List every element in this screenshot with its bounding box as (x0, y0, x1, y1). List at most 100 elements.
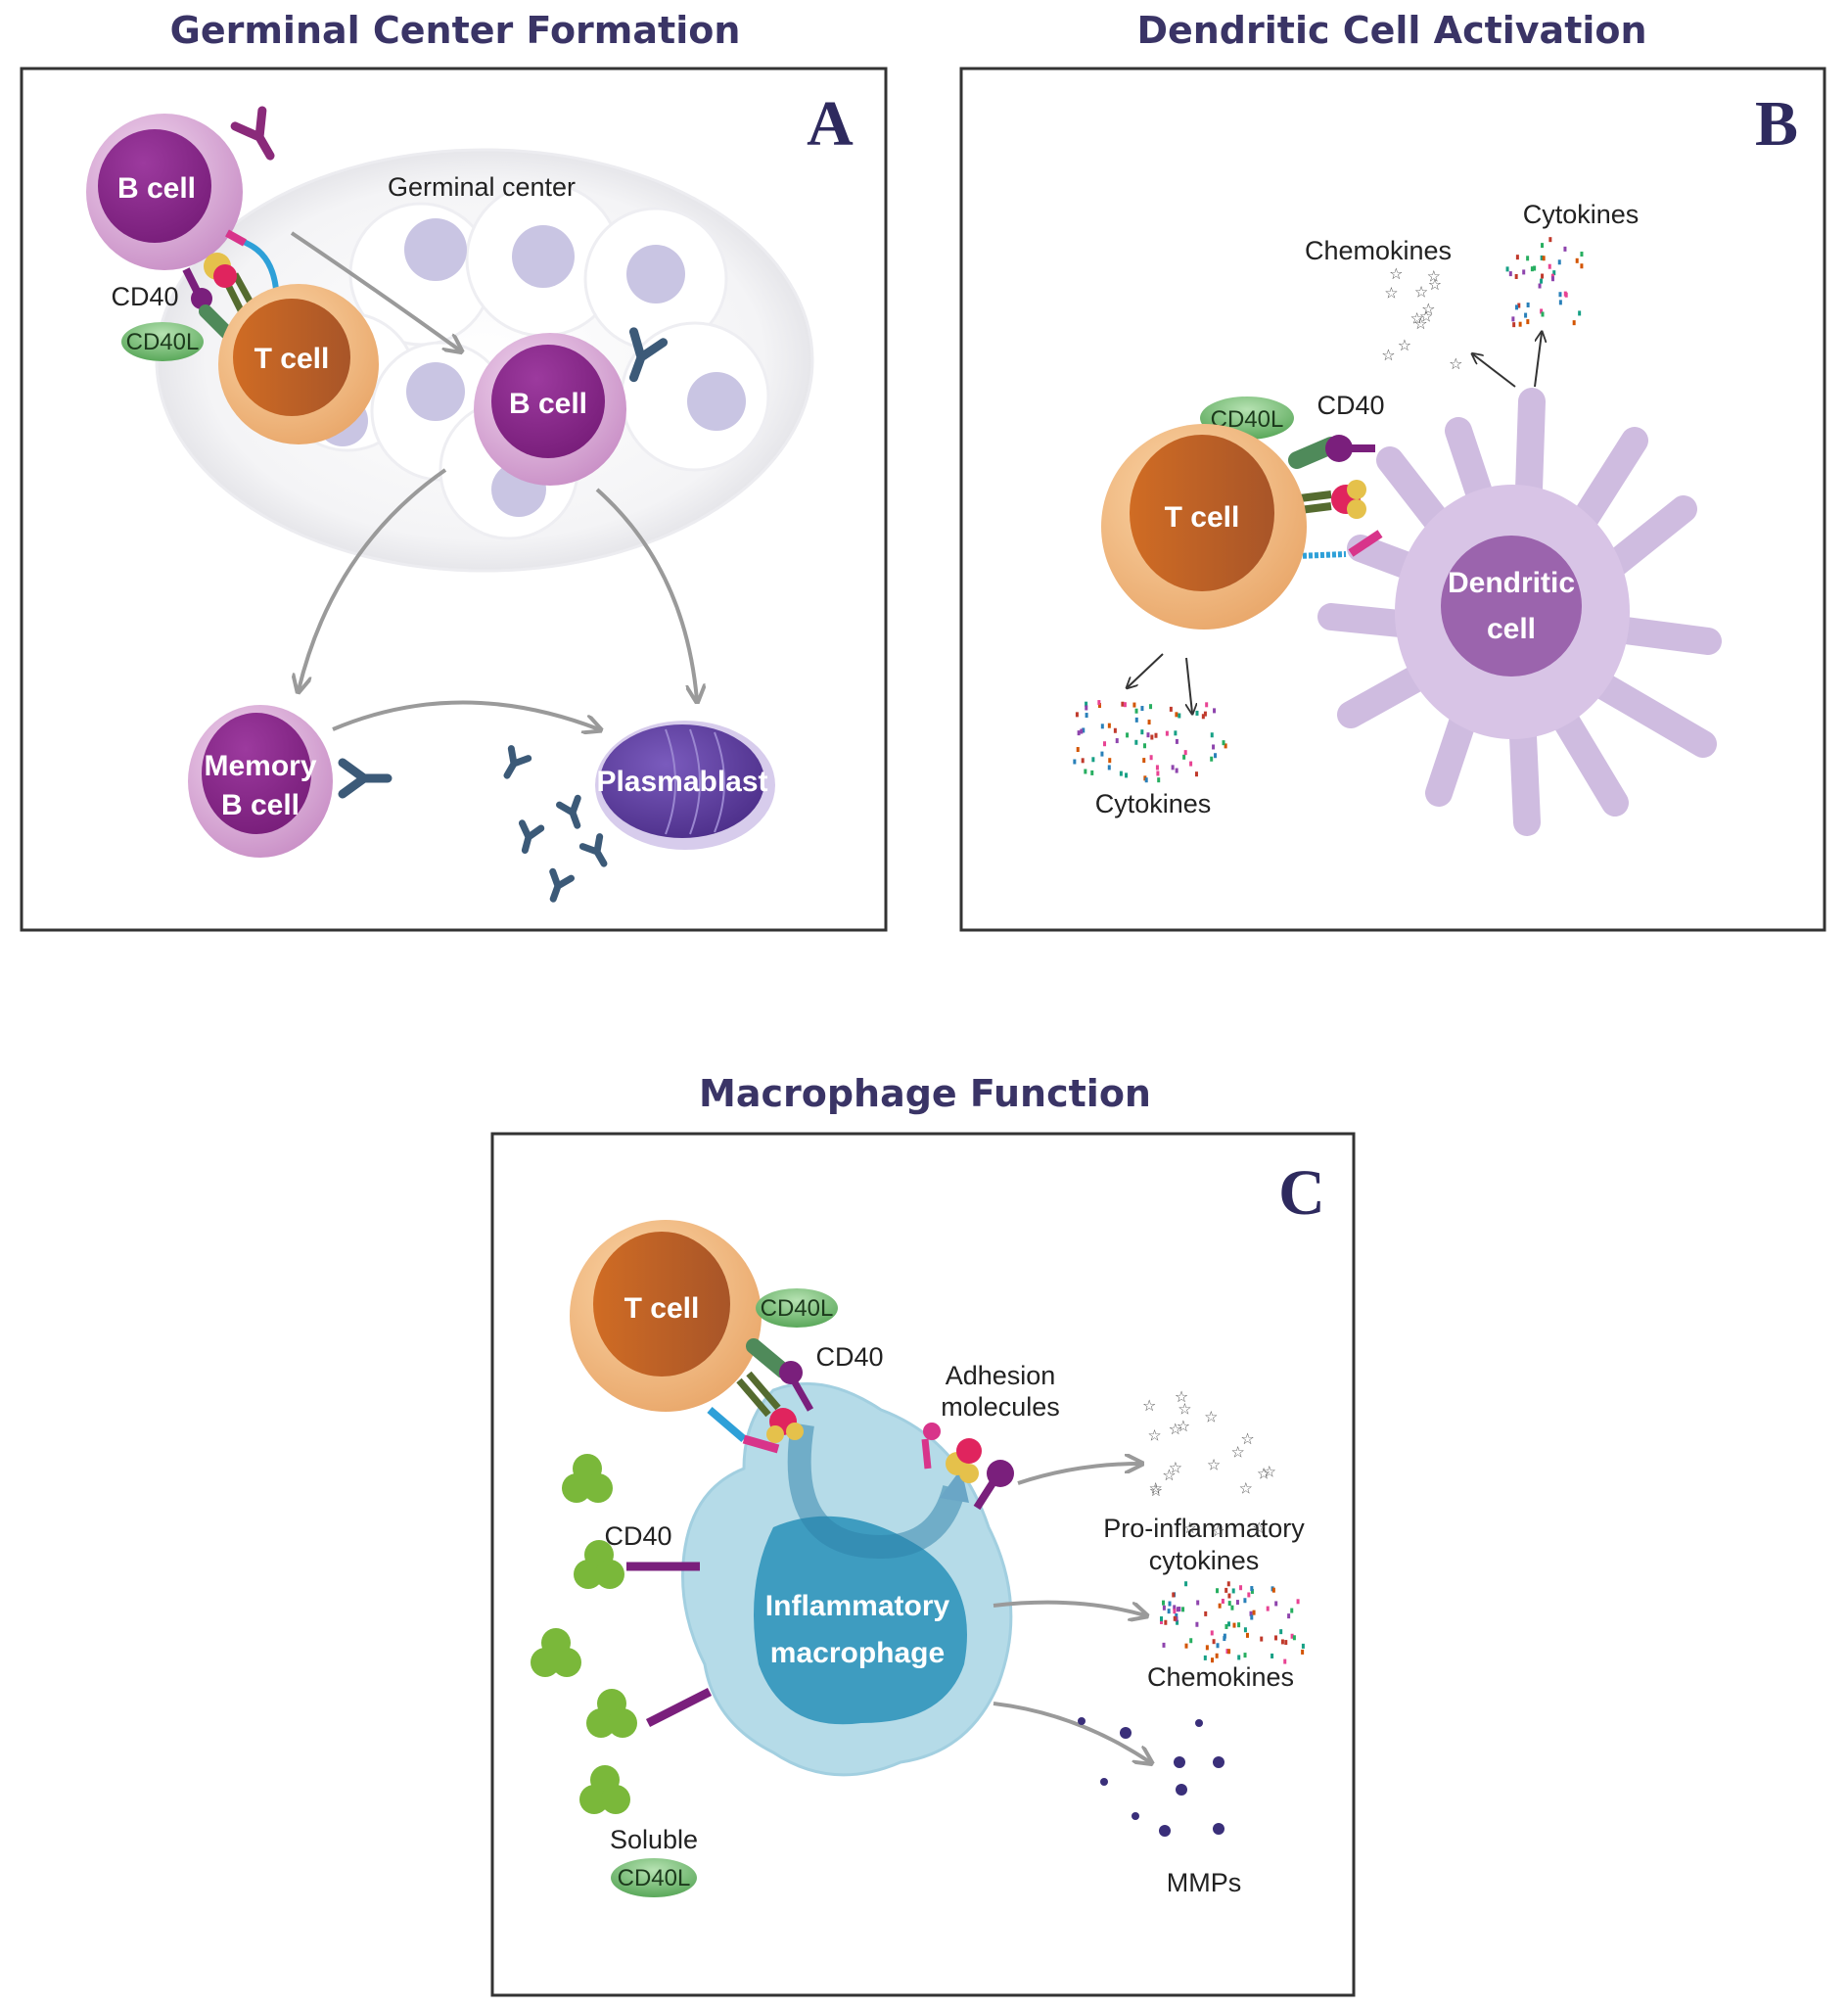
cytokine-particle (1108, 758, 1112, 764)
chemokine-particle (1287, 1613, 1291, 1619)
chemokine-particle (1243, 1627, 1247, 1633)
chemokine-particle (1184, 1581, 1188, 1587)
chemokine-particle (1237, 1655, 1241, 1660)
dendritic-cell: Dendritic cell (1317, 388, 1722, 836)
chemokines-label: Chemokines (1147, 1662, 1294, 1692)
chemokine-particle (1292, 1635, 1296, 1641)
cytokine-particle (1518, 321, 1522, 327)
cytokine-particle (1113, 727, 1117, 733)
antibody-icon (230, 106, 275, 161)
cytokine-particle (1119, 770, 1123, 776)
chemokine-particle (1247, 1592, 1251, 1598)
panel-a-title: Germinal Center Formation (170, 9, 741, 52)
cytokine-particle (1085, 701, 1088, 707)
b-cell-center: B cell (474, 333, 626, 486)
cytokine-particle (1213, 708, 1217, 714)
mmp-dot (1213, 1823, 1224, 1835)
chemokine-particle (1164, 1619, 1168, 1625)
svg-text:cell: cell (1487, 613, 1536, 645)
svg-text:CD40L: CD40L (126, 329, 200, 355)
chemokine-particle (1204, 1610, 1208, 1616)
chemokine-particle (1212, 1639, 1216, 1645)
cytokine-particle (1522, 269, 1526, 275)
cytokine-particle (1147, 720, 1151, 725)
cytokine-particle (1150, 734, 1154, 740)
chemokine-particle (1250, 1588, 1254, 1594)
chemokine-particle (1243, 1598, 1247, 1604)
cd40l-trimer-lobe (586, 1708, 616, 1738)
receptor-complex (707, 1338, 814, 1454)
cytokine-particle (1175, 712, 1178, 718)
cytokine-particle (1548, 237, 1552, 243)
cytokine-particle (1149, 704, 1153, 710)
chemokine-particle (1184, 1643, 1188, 1649)
star-particle: ☆ (1169, 1459, 1182, 1477)
chemokine-particle (1167, 1609, 1171, 1614)
svg-text:Inflammatory: Inflammatory (765, 1590, 950, 1622)
cytokine-particle (1526, 319, 1530, 325)
cytokine-particle (1205, 702, 1209, 708)
svg-text:B cell: B cell (221, 789, 300, 821)
panel-b-title: Dendritic Cell Activation (1136, 9, 1646, 52)
cytokine-particle (1142, 758, 1146, 764)
cd40l-trimer-lobe (562, 1473, 591, 1503)
cytokine-particle (1085, 705, 1088, 711)
cytokine-particle (1224, 743, 1227, 749)
star-particle: ☆ (1389, 264, 1403, 283)
star-particle: ☆ (1240, 1429, 1254, 1448)
cd40l-trimer-lobe (601, 1785, 630, 1814)
mmp-dot (1132, 1812, 1139, 1820)
adhesion-label-1: Adhesion (946, 1361, 1056, 1390)
chemokine-particle (1235, 1600, 1239, 1606)
cytokine-particle (1530, 266, 1534, 272)
mmp-dot (1100, 1778, 1108, 1786)
cytokine-particle (1084, 769, 1087, 774)
chemokine-particle (1227, 1601, 1231, 1607)
chemokine-particle (1250, 1586, 1254, 1592)
chemokine-stars: ☆☆☆☆☆☆☆☆☆☆☆☆ (1381, 264, 1462, 373)
memory-b-cell: Memory B cell (188, 705, 333, 858)
cytokine-particle (1557, 259, 1561, 265)
cytokine-particle (1538, 283, 1542, 289)
cytokine-particle (1146, 732, 1150, 738)
cytokine-particle (1540, 308, 1544, 314)
cytokine-particle (1524, 312, 1528, 318)
chemokine-particle (1274, 1635, 1278, 1641)
cytokine-particle (1578, 310, 1582, 316)
antibody-icon (338, 758, 393, 799)
cytokine-particle (1156, 770, 1160, 776)
cytokine-particle (1558, 300, 1562, 305)
star-particle: ☆ (1175, 1387, 1188, 1406)
cytokine-particle (1107, 765, 1111, 770)
chemokine-particle (1290, 1608, 1294, 1613)
cytokine-particle (1512, 322, 1516, 328)
arrow-to-mmps (993, 1702, 1150, 1762)
arrow-to-proinflammatory (1017, 1464, 1140, 1485)
cytokine-particle (1542, 256, 1546, 261)
star-particle: ☆ (1204, 1407, 1218, 1425)
cytokine-particle (1201, 714, 1205, 720)
cytokine-particle (1134, 717, 1138, 723)
star-particle: ☆ (1183, 1518, 1197, 1537)
cytokine-particle (1540, 255, 1544, 260)
mmps-label: MMPs (1167, 1868, 1242, 1897)
arrow-to-plasmablast (595, 488, 697, 700)
chemokine-particle (1231, 1588, 1235, 1594)
cytokine-particle (1174, 730, 1178, 736)
proinflammatory-label-1: Pro-inflammatory (1103, 1514, 1305, 1543)
cd40-top-label: CD40 (815, 1342, 883, 1372)
arrow-to-chemokines (1473, 354, 1516, 388)
star-particle: ☆ (1398, 336, 1411, 354)
cytokine-particle (1550, 273, 1554, 279)
cytokine-particle (1144, 777, 1148, 783)
star-particle: ☆ (1162, 1466, 1176, 1484)
chemokine-particle (1249, 1610, 1253, 1616)
cytokine-particle (1203, 711, 1207, 717)
svg-text:CD40L: CD40L (761, 1295, 834, 1322)
chemokine-particle (1162, 1605, 1166, 1610)
cytokine-particle (1149, 755, 1153, 761)
cytokine-particle (1222, 740, 1225, 746)
cytokine-particle (1155, 765, 1159, 770)
cd40-label: CD40 (1317, 391, 1384, 420)
chemokine-particle (1189, 1638, 1193, 1644)
